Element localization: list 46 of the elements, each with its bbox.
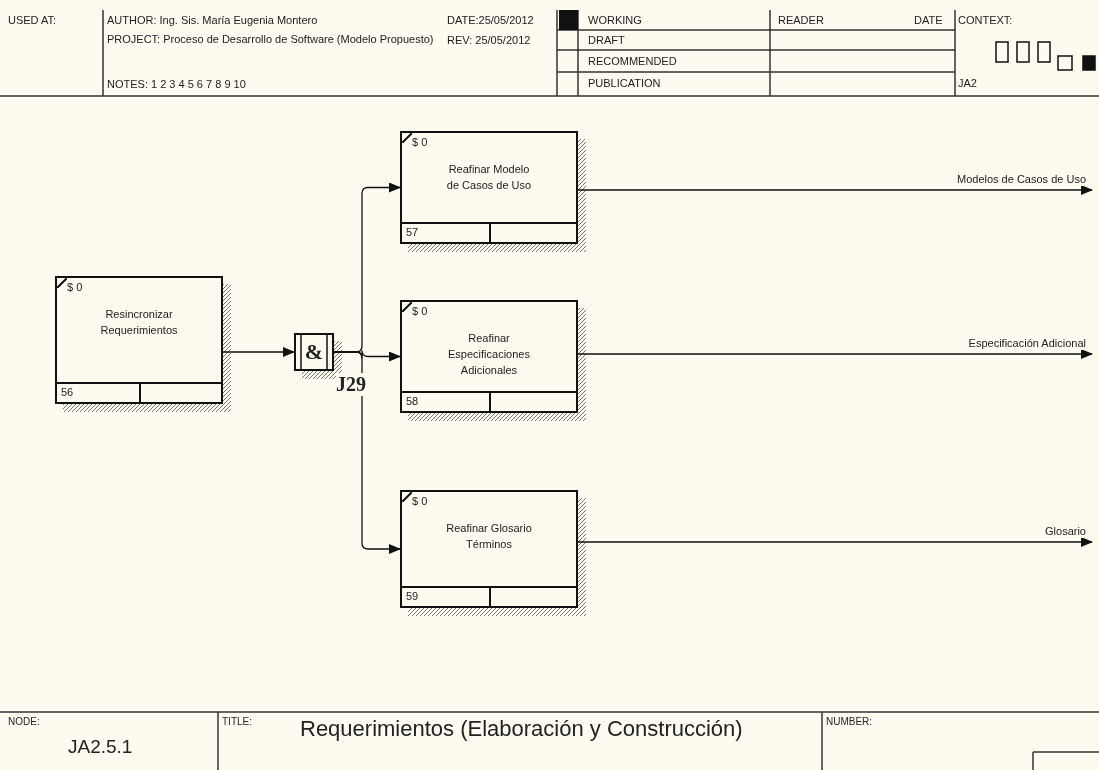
cost-tag: $ 0 <box>67 281 83 293</box>
title-block-label: REV: 25/05/2012 <box>447 33 531 48</box>
activity-box <box>400 490 578 608</box>
cost-tag: $ 0 <box>412 495 428 507</box>
activity-box <box>400 131 578 244</box>
title-block-label: AUTHOR: Ing. Sis. María Eugenia Montero <box>107 13 318 28</box>
activity-box <box>55 276 223 404</box>
activity-number: 58 <box>406 395 419 407</box>
activity-name: Reafinar Especificaciones Adicionales <box>447 331 531 378</box>
title-block-label: DATE <box>914 13 943 28</box>
cost-tag: $ 0 <box>412 305 428 317</box>
junction-symbol: & <box>304 341 324 363</box>
title-block-label: NOTES: 1 2 3 4 5 6 7 8 9 10 <box>107 77 246 92</box>
title-block-label: NUMBER: <box>826 715 873 729</box>
diagram-title: Requerimientos (Elaboración y Construcción) <box>300 716 743 742</box>
title-block-label: USED AT: <box>8 13 57 28</box>
edge-label: Glosario <box>1045 525 1086 538</box>
junction-box <box>294 333 334 371</box>
title-block-label: NODE: <box>8 715 40 729</box>
arrow <box>577 185 1093 195</box>
activity-name: Reafinar Modelo de Casos de Uso <box>445 162 533 193</box>
activity-number: 59 <box>406 590 419 602</box>
arrow <box>333 351 401 554</box>
title-block-label: WORKING <box>588 13 642 28</box>
title-block-label: DATE:25/05/2012 <box>447 13 534 28</box>
title-block-label: PROJECT: Proceso de Desarrollo de Software (Modelo Propuesto) <box>107 32 435 46</box>
activity-number: 56 <box>61 386 74 398</box>
activity-name: Resincronizar Requerimientos <box>99 307 179 338</box>
cost-tag: $ 0 <box>412 136 428 148</box>
edge-label: Modelos de Casos de Uso <box>957 173 1086 186</box>
title-block-label: RECOMMENDED <box>588 54 677 69</box>
junction-label: J29 <box>336 373 366 396</box>
title-block-label: PUBLICATION <box>588 76 661 91</box>
activity-number: 57 <box>406 226 419 238</box>
activity-box <box>400 300 578 413</box>
title-block-label: CONTEXT: <box>958 13 1013 28</box>
title-block-label: DRAFT <box>588 33 625 48</box>
node-number: JA2.5.1 <box>68 735 133 759</box>
arrow <box>577 349 1093 359</box>
title-block-label: JA2 <box>958 76 977 91</box>
activity-name: Reafinar Glosario Términos <box>445 521 533 552</box>
title-block-label: TITLE: <box>222 715 252 729</box>
title-block-label: READER <box>778 13 824 28</box>
arrow <box>577 537 1093 547</box>
arrow <box>222 347 295 357</box>
edge-label: Especificación Adicional <box>968 337 1086 350</box>
